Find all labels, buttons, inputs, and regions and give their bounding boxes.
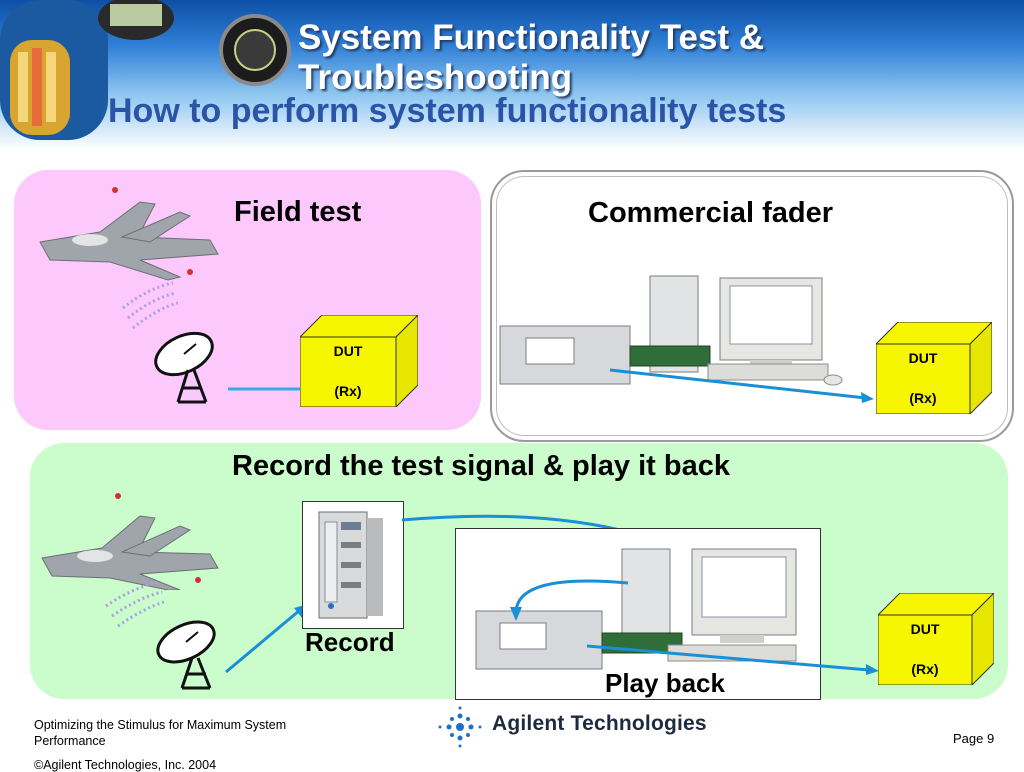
dut-rx-field: (Rx): [334, 383, 362, 399]
dut-box-fader: [876, 322, 992, 414]
signal-waves-icon: [105, 580, 164, 628]
satellite-dish-icon: [156, 620, 216, 690]
cable-line: [228, 387, 308, 391]
fader-cable-arrow: [609, 368, 874, 403]
recorder-device-image: [318, 511, 383, 619]
copyright-text: ©Agilent Technologies, Inc. 2004: [34, 758, 217, 772]
record-label: Record: [305, 627, 395, 657]
dut-rx-playback: (Rx): [911, 661, 939, 677]
playback-label: Play back: [605, 668, 725, 698]
dut-box-field: [300, 315, 418, 407]
slide-title: System Functionality Test & Troubleshoot…: [298, 18, 765, 97]
signal-waves-icon: [122, 281, 178, 330]
dut-box-playback: [878, 593, 994, 685]
jet-icon: [41, 493, 219, 590]
dut-label-fader: DUT: [908, 350, 938, 366]
dut-rx-fader: (Rx): [909, 390, 937, 406]
footer-text: Optimizing the Stimulus for Maximum Syst…: [34, 718, 287, 748]
field-test-title: Field test: [234, 196, 362, 228]
jet-icon: [39, 187, 219, 281]
recorder-box: [302, 501, 404, 629]
playback-to-dut-arrow: [586, 644, 879, 675]
commercial-fader-title: Commercial fader: [588, 197, 833, 229]
agilent-spark-logo: [438, 706, 482, 748]
page-number: Page 9: [953, 731, 995, 746]
satellite-dish-icon: [154, 331, 214, 404]
header-images: [0, 0, 291, 140]
brand-name: Agilent Technologies: [492, 712, 707, 735]
dut-label-playback: DUT: [910, 621, 940, 637]
dish-to-recorder-arrow: [225, 604, 308, 674]
record-playback-title: Record the test signal & play it back: [232, 450, 730, 482]
dut-label-field: DUT: [333, 343, 363, 359]
slide-subtitle: How to perform system functionality test…: [108, 92, 787, 130]
fader-equipment-image: [499, 275, 843, 386]
